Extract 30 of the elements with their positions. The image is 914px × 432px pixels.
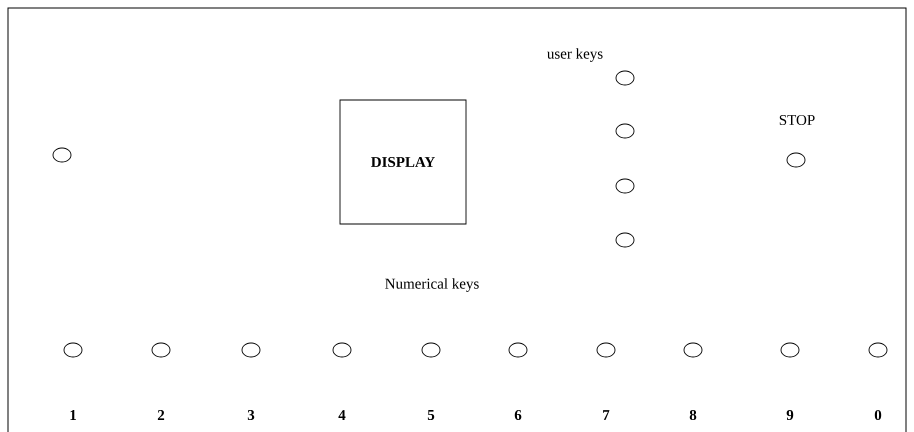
key-label: 3 <box>248 410 254 420</box>
key-button <box>786 152 806 168</box>
key-label: 1 <box>70 410 76 420</box>
key-label: STOP <box>780 114 815 126</box>
group-label: Numerical keys <box>385 278 479 292</box>
key-label: 9 <box>786 410 794 420</box>
key-button <box>780 342 800 358</box>
key-label: 0 <box>874 410 882 420</box>
key-button <box>868 342 888 358</box>
key-label: 8 <box>690 410 696 420</box>
key-button <box>332 342 352 358</box>
key-label: 6 <box>514 410 522 420</box>
key-button <box>508 342 528 358</box>
key-button <box>152 342 170 358</box>
key-button <box>64 342 82 358</box>
key-button <box>616 178 634 194</box>
key-button <box>52 148 72 162</box>
key-button <box>596 342 616 358</box>
display-box: DISPLAY <box>340 100 466 224</box>
key-label: 2 <box>158 410 164 420</box>
key-button <box>242 342 260 358</box>
key-label: 5 <box>428 410 434 420</box>
key-label: 7 <box>603 410 610 420</box>
key-button <box>684 342 702 358</box>
key-button <box>616 70 634 86</box>
key-button <box>616 124 634 138</box>
key-label: 4 <box>338 410 346 420</box>
key-button <box>616 232 634 248</box>
group-label: user keys <box>547 48 603 62</box>
key-button <box>422 342 440 358</box>
